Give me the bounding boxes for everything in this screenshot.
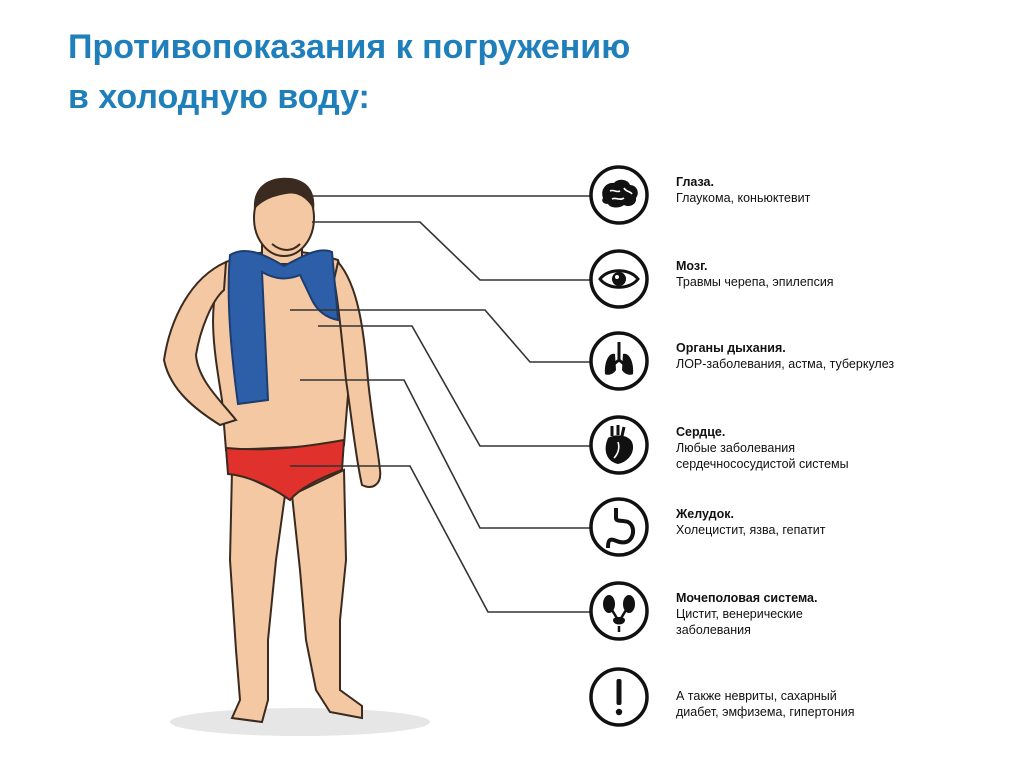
item-urogenital: Мочеполовая система. Цистит, венерически…: [588, 580, 1008, 644]
hair: [253, 177, 315, 210]
item-heart-desc-2: сердечнососудистой системы: [676, 457, 849, 471]
item-heart-heading: Сердце.: [676, 425, 726, 439]
item-eyes-desc: Глаукома, коньюктевит: [676, 191, 811, 205]
item-other-desc-1: А также невриты, сахарный: [676, 689, 837, 703]
item-eyes: Глаза. Глаукома, коньюктевит: [588, 164, 1008, 228]
connector-lines: [290, 195, 590, 613]
item-brain-heading: Мозг.: [676, 259, 708, 273]
item-other-desc-2: диабет, эмфизема, гипертония: [676, 705, 855, 719]
exclamation-icon: [589, 667, 649, 727]
right-leg: [290, 468, 363, 720]
item-heart-desc-1: Любые заболевания: [676, 441, 796, 455]
item-stomach-desc: Холецистит, язва, гепатит: [676, 523, 826, 537]
item-heart: Сердце. Любые заболевания сердечнососуди…: [588, 414, 1008, 478]
item-stomach: Желудок. Холецистит, язва, гепатит: [588, 496, 1008, 560]
item-lungs: Органы дыхания. ЛОР-заболевания, астма, …: [588, 330, 1008, 394]
item-stomach-heading: Желудок.: [676, 507, 734, 521]
left-leg: [228, 468, 287, 724]
page-title: Противопоказания к погружению в холодную…: [68, 22, 630, 122]
item-brain: Мозг. Травмы черепа, эпилепсия: [588, 248, 1008, 312]
item-eyes-text: Глаза. Глаукома, коньюктевит: [676, 174, 810, 206]
towel: [227, 249, 340, 406]
item-brain-desc: Травмы черепа, эпилепсия: [676, 275, 834, 289]
title-line-1: Противопоказания к погружению: [68, 28, 631, 66]
item-urogenital-text: Мочеполовая система. Цистит, венерически…: [676, 590, 817, 638]
lungs-icon: [589, 331, 649, 391]
connector-lungs: [290, 309, 590, 363]
connector-urogenital: [290, 465, 590, 613]
item-lungs-text: Органы дыхания. ЛОР-заболевания, астма, …: [676, 340, 894, 372]
heart-icon: [589, 415, 649, 475]
item-brain-text: Мозг. Травмы черепа, эпилепсия: [676, 258, 834, 290]
item-urogenital-desc-1: Цистит, венерические: [676, 607, 803, 621]
right-arm: [332, 259, 382, 488]
item-urogenital-heading: Мочеполовая система.: [676, 591, 818, 605]
title-line-2: в холодную воду:: [68, 78, 370, 116]
stomach-icon: [589, 497, 649, 557]
connector-brain: [312, 221, 590, 281]
item-other: А также невриты, сахарный диабет, эмфизе…: [588, 666, 1008, 730]
connector-heart: [318, 325, 590, 447]
swim-briefs: [224, 438, 346, 502]
item-urogenital-desc-2: заболевания: [676, 623, 751, 637]
item-lungs-desc: ЛОР-заболевания, астма, туберкулез: [676, 357, 895, 371]
connector-stomach: [300, 379, 590, 529]
kidneys-icon: [589, 581, 649, 641]
item-eyes-heading: Глаза.: [676, 175, 714, 189]
left-arm: [162, 260, 238, 427]
item-heart-text: Сердце. Любые заболевания сердечнососуди…: [676, 424, 849, 472]
brain-icon: [589, 165, 649, 225]
item-stomach-text: Желудок. Холецистит, язва, гепатит: [676, 506, 826, 538]
item-lungs-heading: Органы дыхания.: [676, 341, 786, 355]
item-other-text: А также невриты, сахарный диабет, эмфизе…: [676, 688, 854, 720]
mouth: [271, 243, 301, 251]
floor-shadow: [170, 708, 430, 736]
eye-icon: [589, 249, 649, 309]
